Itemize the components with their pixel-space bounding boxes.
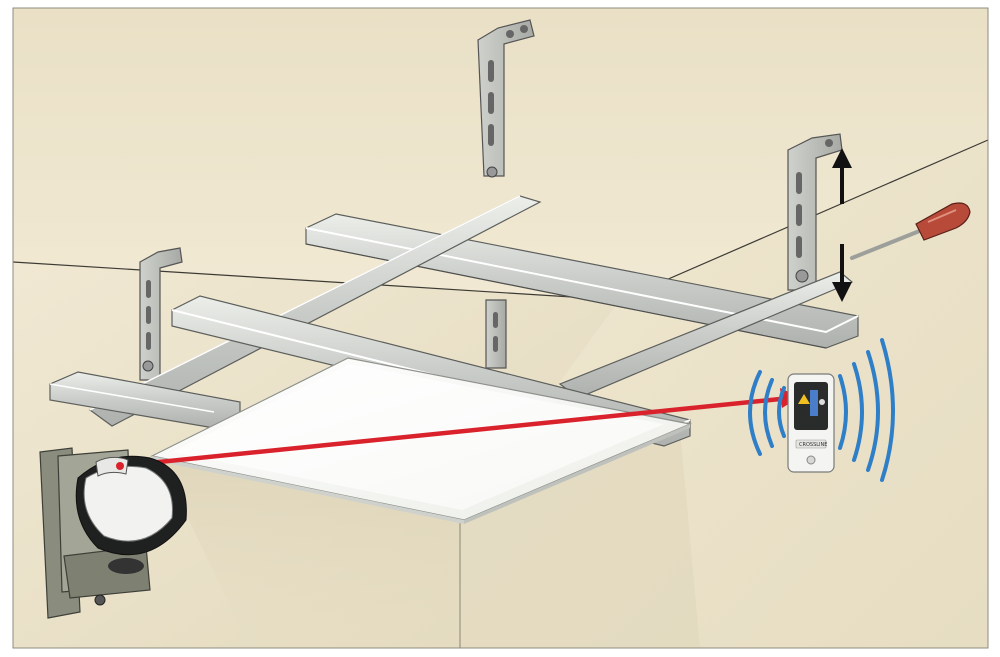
hanger-bracket-middle bbox=[485, 299, 507, 369]
cross-rail-front bbox=[88, 195, 542, 427]
rotary-laser-device bbox=[39, 447, 187, 619]
screwdriver-icon bbox=[850, 202, 971, 260]
hanger-bracket-left bbox=[139, 247, 183, 381]
hanger-bracket-back bbox=[477, 19, 535, 178]
ceiling-wall-edge-left bbox=[12, 261, 621, 301]
illustration-frame bbox=[12, 7, 989, 649]
signal-wave-icon bbox=[748, 338, 895, 482]
laser-beam bbox=[117, 395, 793, 469]
corner-shadow bbox=[460, 430, 700, 648]
laser-receiver-device: CROSSLINE bbox=[787, 373, 835, 473]
hanger-bracket-right bbox=[787, 133, 843, 291]
double-arrow-vertical-icon bbox=[832, 148, 852, 302]
receiver-brand-label: CROSSLINE bbox=[799, 442, 827, 448]
